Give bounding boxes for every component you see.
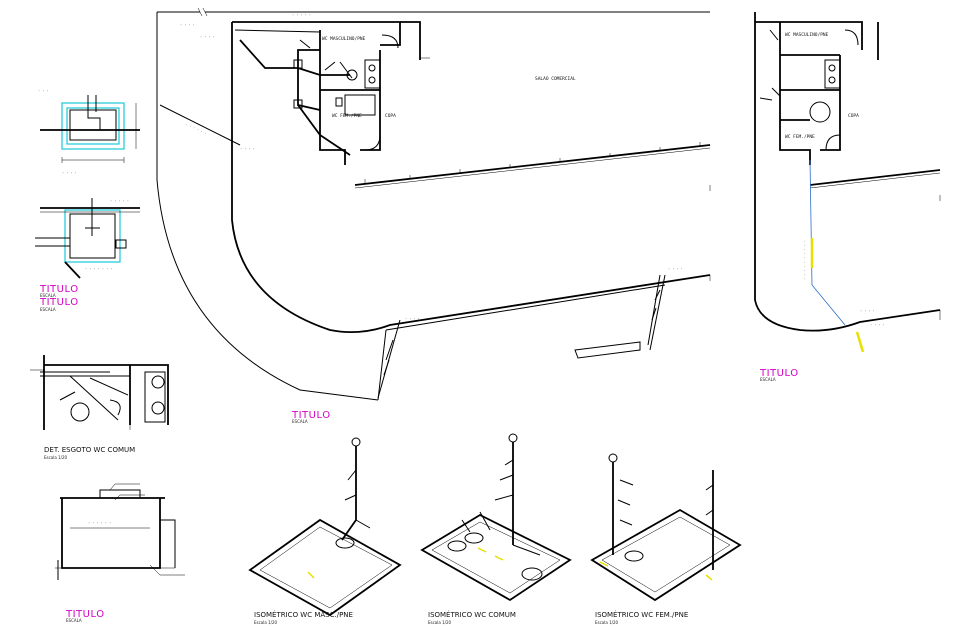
detail-box-top: · · · · · · · [38,89,140,175]
svg-text:· · · ·: · · · · [180,23,195,27]
iso-masc-drawing [248,437,402,617]
svg-text:· · · ·: · · · · [200,35,215,39]
detail-scale-1: ESCALA [40,293,56,298]
room-label-salao: SALAO COMERCIAL [535,76,576,82]
reservoir-title: TITULO [65,609,105,620]
main-floor-plan: SALAO COMERCIAL WC MASCULINO/PNE WC FEM.… [156,7,711,401]
detail-title-2: TITULO [39,297,79,308]
right-room-wc-masc: WC MASCULINO/PNE [785,32,829,38]
right-room-copa: COPA [848,113,859,119]
det-esgoto-caption: DET. ESGOTO WC COMUM [44,446,135,454]
svg-text:· · · ·: · · · · [405,317,420,321]
reservoir-section: · · · · · · [55,483,185,580]
right-plan-scale: ESCALA [760,377,776,382]
svg-text:· · ·: · · · [38,89,49,93]
svg-text:· · · · · ·: · · · · · · [88,521,111,525]
room-label-wc-fem: WC FEM./PNE [332,113,362,119]
detail-title-1: TITULO [39,284,79,295]
room-label-copa: COPA [385,113,396,119]
svg-text:· · · ·: · · · · [860,309,875,313]
main-plan-scale: ESCALA [292,419,308,424]
svg-text:· · · ·: · · · · [870,323,885,327]
svg-text:· · · · · · · · · ·: · · · · · · · · · · [803,240,807,280]
detail-scale-2: ESCALA [40,307,56,312]
main-plan-title: TITULO [291,410,331,421]
iso-fem-scale: Escala 1/20 [595,620,619,625]
iso-fem-drawing [590,453,742,602]
svg-text:· · · · ·: · · · · · [292,13,311,17]
iso-comum-drawing [420,433,572,602]
right-room-wc-fem: WC FEM./PNE [785,134,815,140]
iso-comum-caption: ISOMÉTRICO WC COMUM [428,610,516,619]
iso-masc-caption: ISOMÉTRICO WC MASC./PNE [254,610,353,619]
iso-fem-caption: ISOMÉTRICO WC FEM./PNE [595,610,688,619]
svg-text:· · · · · · ·: · · · · · · · [85,267,112,271]
right-partial-plan: WC MASCULINO/PNE WC FEM./PNE COPA · · · … [754,12,941,353]
svg-text:· · · · ·: · · · · · [110,199,129,203]
svg-text:· · · ·: · · · · [240,147,255,151]
det-esgoto-drawing [30,355,169,430]
room-label-wc-masc: WC MASCULINO/PNE [322,36,366,42]
det-esgoto-scale: Escala 1/20 [44,455,68,460]
reservoir-scale: ESCALA [66,618,82,623]
right-plan-title: TITULO [759,368,799,379]
iso-masc-scale: Escala 1/20 [254,620,278,625]
svg-text:· · · ·: · · · · [62,171,77,175]
svg-text:· · · · · ·: · · · · · · [185,122,208,135]
iso-comum-scale: Escala 1/20 [428,620,452,625]
detail-box-middle: · · · · · · · · · · · · [35,198,140,279]
svg-text:· · · ·: · · · · [668,267,683,271]
